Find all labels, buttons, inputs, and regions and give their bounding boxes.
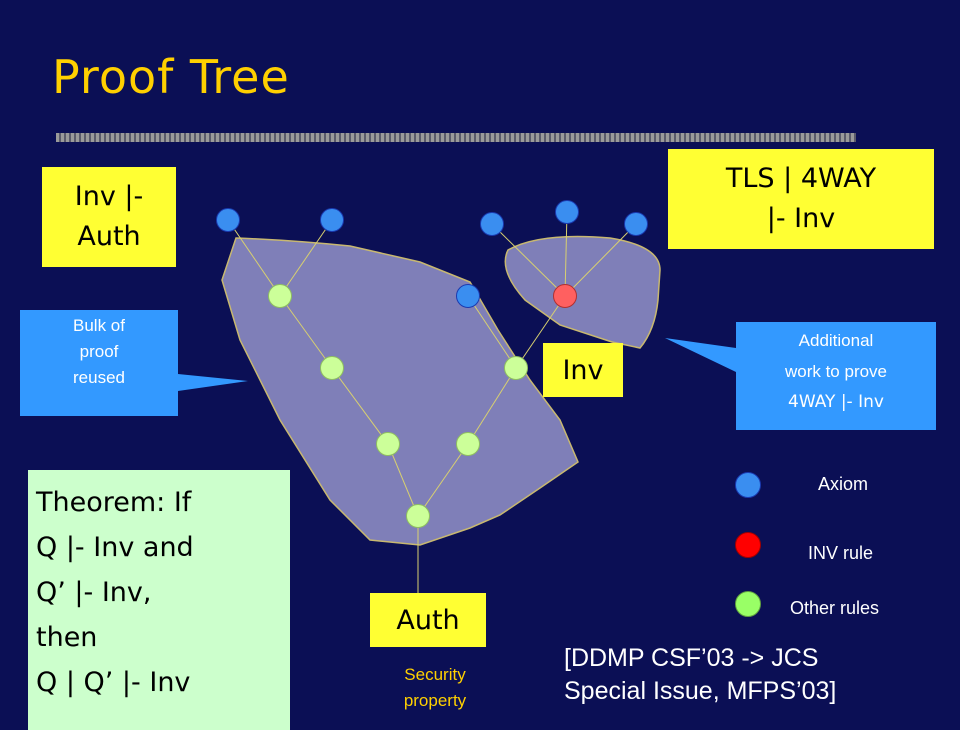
other-rule-node	[456, 432, 480, 456]
legend-inv-rule-dot	[735, 532, 761, 558]
auth-box: Auth	[370, 593, 486, 647]
axiom-node	[624, 212, 648, 236]
other-rule-node	[268, 284, 292, 308]
legend-other-rules-label: Other rules	[790, 598, 880, 618]
tree-edges	[227, 211, 637, 594]
theorem-line-4: then	[36, 622, 98, 653]
reused-proof-region	[221, 237, 579, 546]
theorem-line-5: Q | Q’ |- Inv	[36, 667, 191, 698]
legend-axiom-dot	[735, 472, 761, 498]
theorem-line-3: Q’ |- Inv,	[36, 577, 152, 608]
bulk-callout-shape	[20, 310, 248, 416]
tls-4way-box: TLS | 4WAY |- Inv	[668, 149, 934, 249]
bulk-line-3: reused	[73, 368, 125, 387]
other-rule-node	[376, 432, 400, 456]
other-rule-node	[320, 356, 344, 380]
security-property-caption: Security property	[380, 662, 490, 714]
additional-work-region	[504, 235, 661, 349]
additional-callout-shape	[665, 322, 936, 430]
other-rule-node	[504, 356, 528, 380]
axiom-node	[216, 208, 240, 232]
reference-line-1: [DDMP CSF’03 -> JCS	[564, 644, 819, 672]
bulk-line-1: Bulk of	[73, 316, 125, 335]
tls-4way-line-1: TLS | 4WAY	[725, 163, 877, 194]
axiom-node	[320, 208, 344, 232]
theorem-box: Theorem: If Q |- Inv and Q’ |- Inv, then…	[28, 470, 290, 730]
legend-other-rules-dot	[735, 591, 761, 617]
inv-auth-line-2: Auth	[77, 221, 141, 252]
additional-line-1: Additional	[798, 331, 874, 350]
other-rule-node	[406, 504, 430, 528]
additional-line-3: 4WAY |- Inv	[788, 392, 884, 412]
page-title: Proof Tree	[52, 50, 290, 104]
additional-callout-text: Additional work to prove 4WAY |- Inv	[736, 325, 936, 418]
legend-axiom-label: Axiom	[818, 474, 869, 494]
axiom-node	[480, 212, 504, 236]
theorem-line-2: Q |- Inv and	[36, 532, 194, 563]
axiom-node	[555, 200, 579, 224]
reference-citation: [DDMP CSF’03 -> JCS Special Issue, MFPS’…	[564, 642, 836, 708]
bulk-line-2: proof	[79, 342, 119, 361]
title-divider	[56, 133, 856, 142]
legend-inv-rule-label: INV rule	[808, 543, 874, 563]
inv-auth-box: Inv |- Auth	[42, 167, 176, 267]
security-line-2: property	[403, 691, 467, 710]
bulk-callout-text: Bulk of proof reused	[20, 313, 178, 391]
tls-4way-line-2: |- Inv	[766, 203, 836, 234]
inv-box: Inv	[543, 343, 623, 397]
additional-line-2: work to prove	[784, 362, 888, 381]
axiom-node	[456, 284, 480, 308]
theorem-line-1: Theorem: If	[36, 487, 192, 518]
inv-rule-node	[553, 284, 577, 308]
inv-auth-line-1: Inv |-	[74, 181, 144, 212]
security-line-1: Security	[404, 665, 466, 684]
reference-line-2: Special Issue, MFPS’03]	[564, 677, 837, 705]
